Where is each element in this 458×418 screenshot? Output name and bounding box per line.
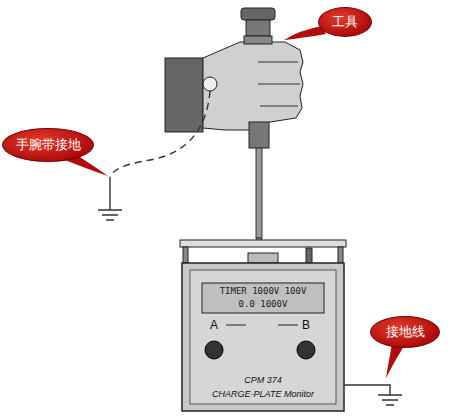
- callout-text: 手腕带接地: [16, 136, 81, 154]
- panel-line: [226, 325, 298, 326]
- knob-b: [297, 341, 315, 359]
- tool-body: [249, 122, 269, 148]
- ground-symbol: [98, 210, 122, 220]
- monitor-case: [182, 263, 344, 411]
- wrist-strap-snap: [203, 77, 217, 91]
- display-text: TIMER 1000V 100V: [220, 287, 307, 297]
- panel-text: CPM 374: [244, 376, 282, 386]
- callout-text: 工具: [332, 13, 358, 31]
- ground-symbol: [378, 395, 402, 405]
- tool-shaft: [244, 36, 272, 44]
- hand: [203, 42, 303, 130]
- wrist-strap-wire: [110, 91, 210, 178]
- callout-tail: [386, 344, 404, 378]
- panel-text: CHARGE-PLATE Monitor: [212, 390, 314, 400]
- knob-a: [205, 341, 223, 359]
- sleeve: [165, 58, 203, 132]
- tool-rod: [256, 148, 262, 238]
- plate-post: [183, 247, 188, 263]
- lcd-display: [202, 283, 324, 313]
- callout-text: 接地线: [386, 323, 425, 341]
- plate-terminal: [306, 248, 312, 263]
- ground-wire: [344, 385, 390, 395]
- callout-bubble: 接地线: [370, 316, 440, 348]
- tool-knob: [246, 20, 270, 36]
- tool-cap: [241, 8, 275, 20]
- monitor-panel: [190, 270, 336, 404]
- finger-lines: [258, 62, 300, 106]
- plate-post: [338, 247, 343, 263]
- callout-bubble: 手腕带接地: [2, 128, 94, 162]
- callout-bubble: 工具: [318, 7, 372, 37]
- display-text: 0.0 1000V: [239, 300, 288, 310]
- ground-wire: [109, 178, 110, 210]
- plate-insulator: [248, 253, 278, 263]
- charge-plate: [180, 240, 346, 247]
- channel-label: B: [302, 319, 310, 332]
- channel-label: A: [210, 319, 218, 332]
